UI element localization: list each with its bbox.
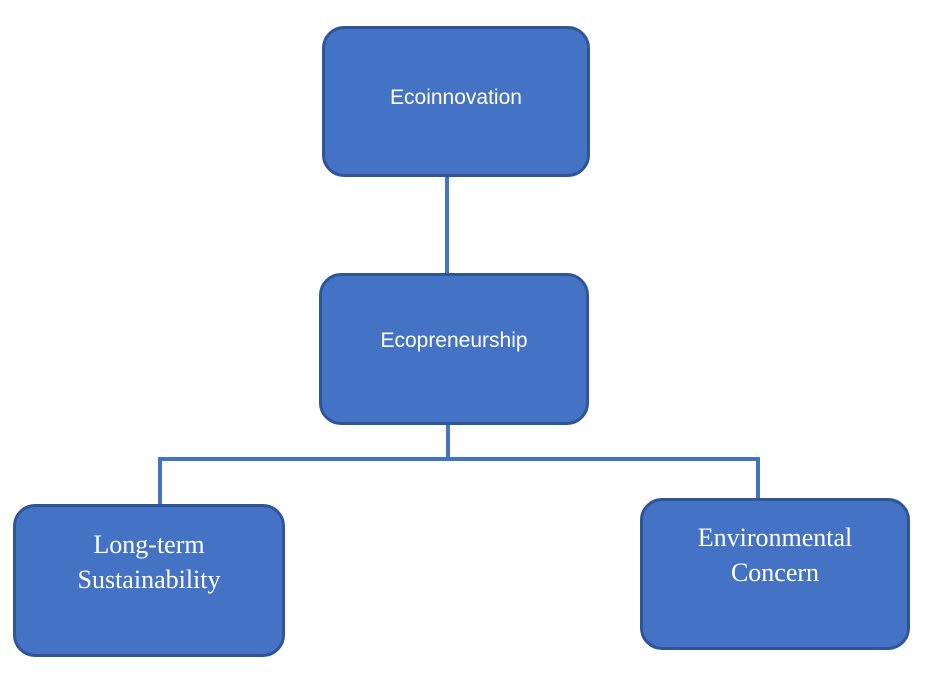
- node-long-term-sustainability: Long-term Sustainability: [13, 504, 285, 657]
- node-ecoinnovation: Ecoinnovation: [322, 26, 590, 177]
- connector-branch-to-long-term-sustainability: [158, 457, 162, 505]
- node-environmental-concern-label: Environmental Concern: [697, 523, 853, 587]
- node-ecopreneurship: Ecopreneurship: [319, 273, 589, 425]
- node-ecopreneurship-label: Ecopreneurship: [380, 329, 528, 352]
- connector-branch-to-environmental-concern: [756, 457, 760, 499]
- connector-ecoinnovation-ecopreneurship: [445, 177, 449, 273]
- connector-ecopreneurship-branch-stem: [446, 425, 450, 459]
- connector-branch-horizontal-bar: [158, 457, 760, 461]
- node-long-term-sustainability-label: Long-term Sustainability: [77, 530, 221, 594]
- node-environmental-concern: Environmental Concern: [640, 498, 910, 650]
- node-ecoinnovation-label: Ecoinnovation: [390, 86, 522, 109]
